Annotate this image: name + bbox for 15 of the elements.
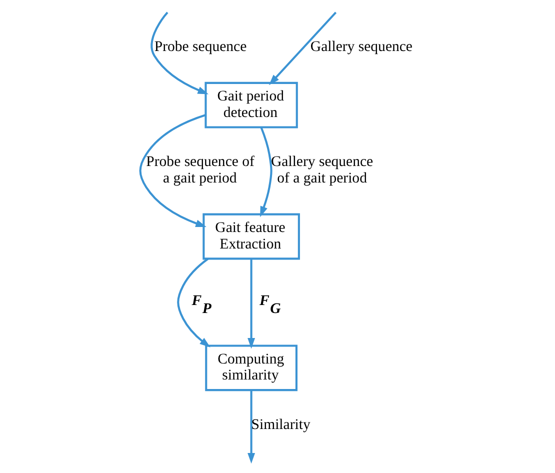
edge-label: Similarity: [251, 416, 310, 433]
node-box: Gait feature Extraction: [202, 213, 300, 260]
arrow: [150, 12, 208, 94]
edge-label: Probe sequence: [154, 39, 247, 56]
arrow: [260, 127, 272, 218]
edge-label: Probe sequence of a gait period: [146, 154, 254, 187]
arrow: [139, 114, 206, 227]
arrow: [248, 390, 256, 464]
arrow: [248, 258, 256, 349]
arrow: [177, 258, 210, 348]
edge-label: Gallery sequence: [310, 39, 413, 56]
node-box: Computing similarity: [205, 344, 298, 392]
arrow: [268, 12, 337, 86]
edge-label: Gallery sequence of a gait period: [271, 154, 374, 187]
node-box: Gait period detection: [204, 82, 298, 128]
